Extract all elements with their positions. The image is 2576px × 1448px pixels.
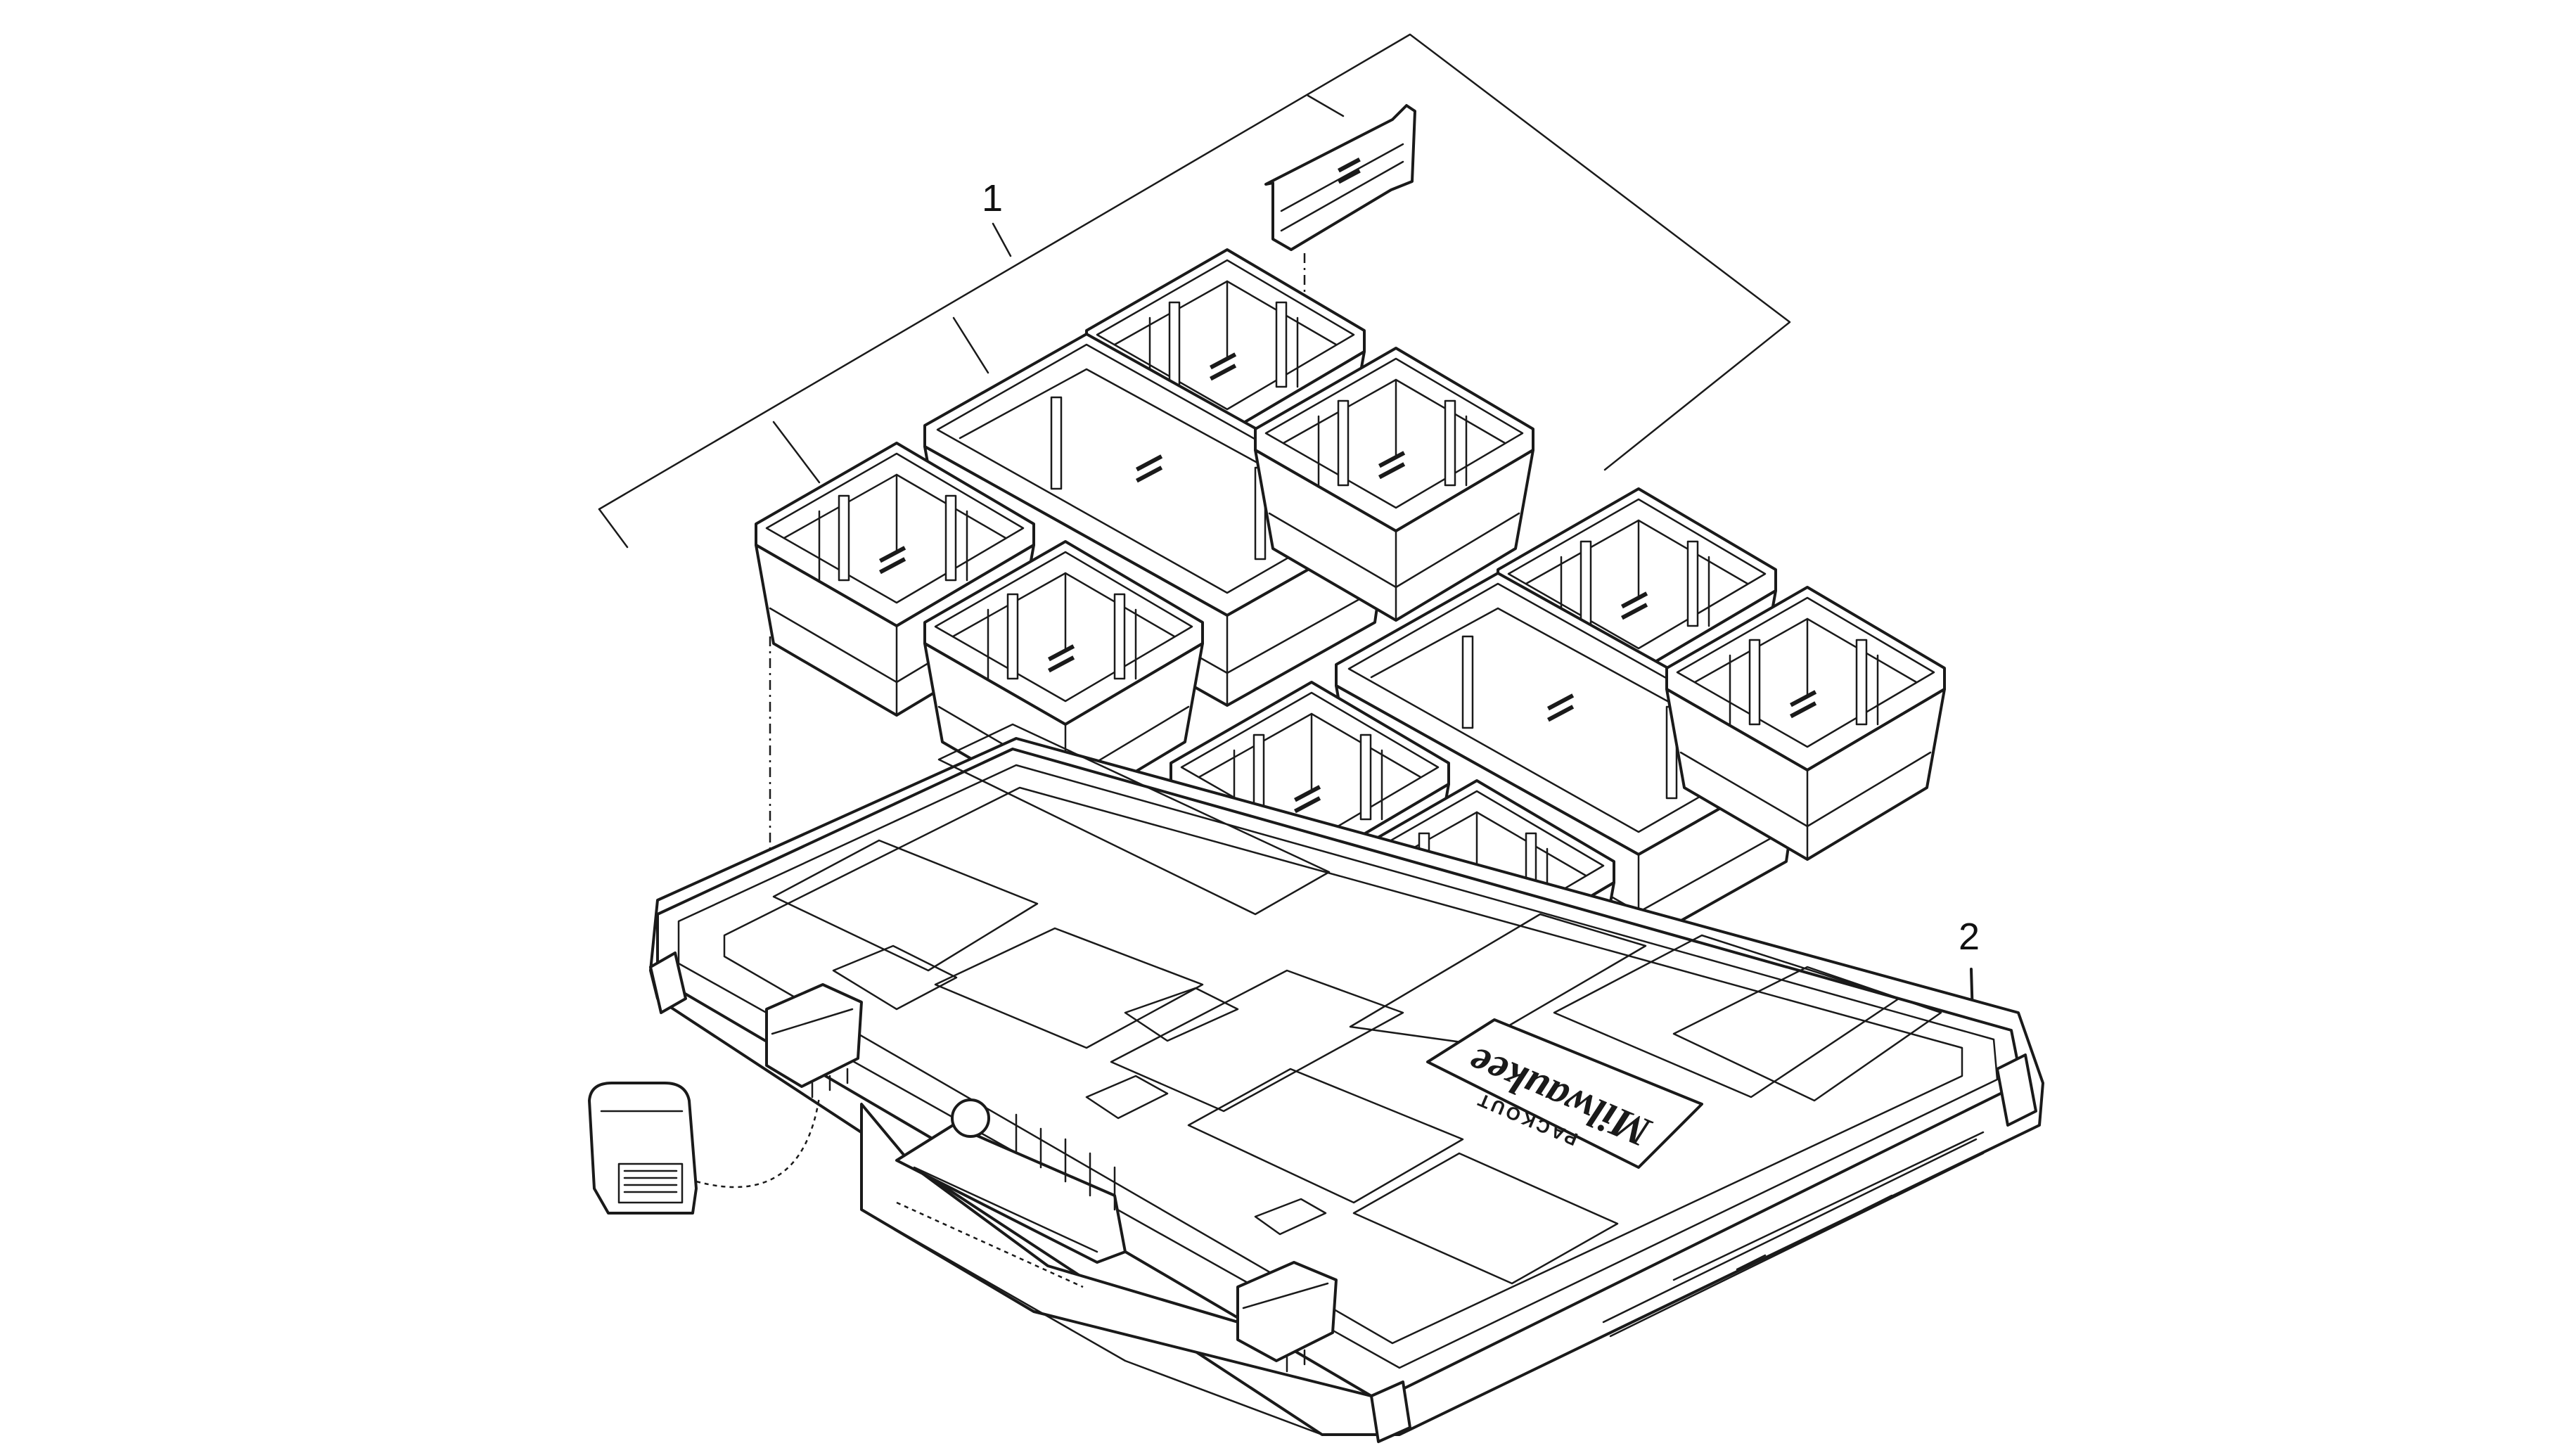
brand-plate	[1426, 1018, 1703, 1169]
divider-insert	[1264, 104, 1416, 380]
organizer-case: Milwaukee PACKOUT	[649, 723, 2044, 1443]
corner-bumper	[649, 952, 2037, 1443]
callout-label-2: 2	[1959, 916, 1980, 958]
latch-front-left	[765, 983, 863, 1098]
detached-latch	[588, 1082, 821, 1215]
latch-front-right	[1236, 1261, 1338, 1373]
latch-assembly-path	[696, 1096, 821, 1188]
callout-1-bracket	[598, 33, 1791, 549]
callout-label-1: 1	[982, 177, 1003, 219]
carry-handle	[895, 1124, 1127, 1264]
